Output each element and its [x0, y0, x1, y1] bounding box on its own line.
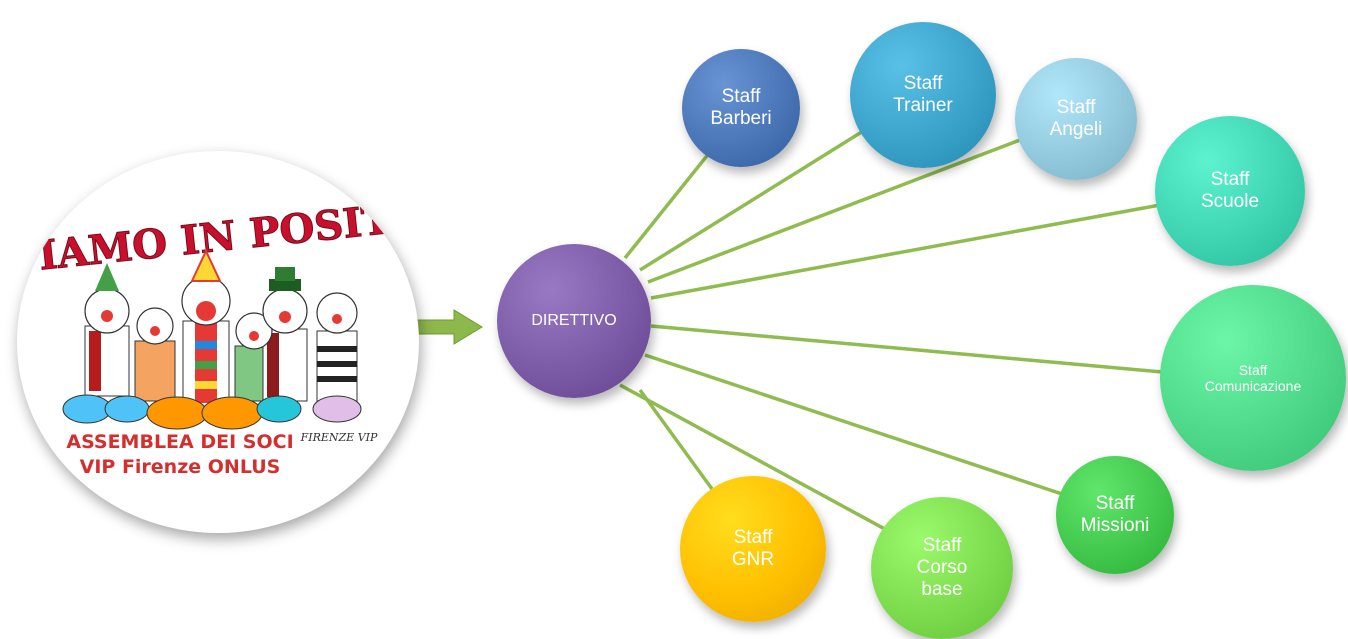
- staff-angeli-label: Staff Angeli: [1049, 97, 1103, 140]
- staff-missioni-label: Staff Missioni: [1080, 493, 1150, 536]
- connector-barberi: [623, 150, 712, 260]
- connector-gnr: [638, 388, 722, 502]
- staff-corso-base-node[interactable]: Staff Corso base: [871, 497, 1013, 639]
- staff-gnr-node[interactable]: Staff GNR: [680, 476, 826, 622]
- connector-trainer: [639, 126, 869, 272]
- logo-signature: FIRENZE VIP: [300, 431, 378, 444]
- staff-angeli-node[interactable]: Staff Angeli: [1015, 58, 1137, 180]
- staff-scuole-node[interactable]: Staff Scuole: [1155, 116, 1305, 266]
- staff-comunicazione-node[interactable]: Staff Comunicazione: [1160, 285, 1346, 471]
- staff-barberi-node[interactable]: Staff Barberi: [682, 49, 800, 167]
- staff-comunicazione-label: Staff Comunicazione: [1204, 361, 1302, 394]
- connector-comunicazione: [650, 324, 1163, 374]
- staff-missioni-node[interactable]: Staff Missioni: [1056, 456, 1174, 574]
- staff-barberi-label: Staff Barberi: [710, 86, 772, 129]
- staff-gnr-label: Staff GNR: [731, 527, 775, 570]
- clowns-drawing: [62, 248, 362, 430]
- staff-trainer-label: Staff Trainer: [893, 73, 953, 116]
- connector-missioni: [644, 353, 1081, 502]
- logo-caption-line1: ASSEMBLEA DEI SOCI: [66, 431, 293, 453]
- staff-corso-base-label: Staff Corso base: [916, 535, 968, 600]
- clown-illustration: VIVIAMO IN POSITIVO: [17, 187, 419, 478]
- staff-trainer-node[interactable]: Staff Trainer: [850, 22, 996, 168]
- flow-arrow: [416, 309, 483, 345]
- direttivo-label: DIRETTIVO: [531, 311, 617, 329]
- logo-caption-line2: VIP Firenze ONLUS: [80, 456, 281, 478]
- logo-image: VIVIAMO IN POSITIVO: [17, 151, 419, 533]
- connector-scuole: [650, 203, 1161, 300]
- staff-scuole-label: Staff Scuole: [1200, 169, 1260, 212]
- connector-corso-base: [619, 383, 906, 542]
- connector-angeli: [647, 138, 1021, 284]
- direttivo-node[interactable]: DIRETTIVO: [497, 244, 651, 398]
